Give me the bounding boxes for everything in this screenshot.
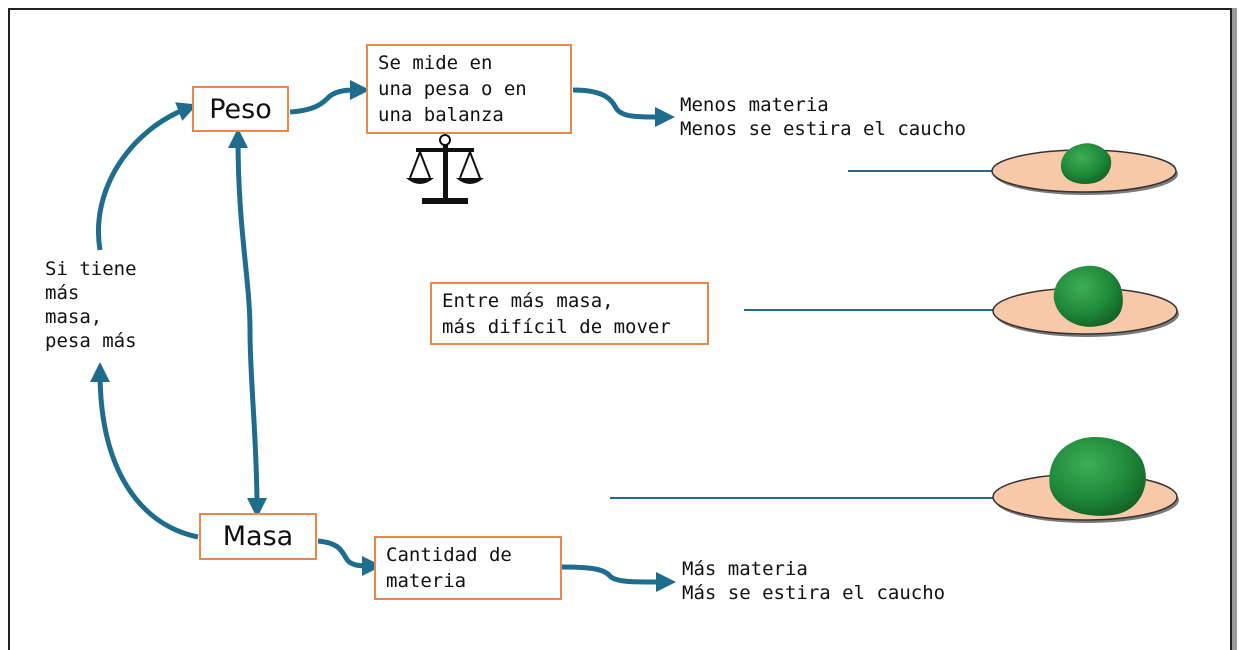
node-masa: Masa — [199, 513, 317, 560]
arrow-cantidad-mas — [561, 564, 676, 593]
label-menos: Menos materia Menos se estira el caucho — [680, 93, 966, 141]
diagram-graphics — [90, 80, 1179, 593]
plate-large-icon — [992, 436, 1179, 523]
arrow-peso-se-mide — [289, 80, 370, 115]
arrow-se-mide-menos — [572, 87, 675, 128]
mas-line-1: Más materia — [682, 558, 808, 580]
label-si-tiene: Si tiene más masa, pesa más — [45, 257, 137, 353]
node-cantidad: Cantidad de materia — [374, 536, 562, 600]
plate-medium-icon — [992, 265, 1179, 337]
node-peso-label: Peso — [209, 93, 272, 125]
si-tiene-line-1: Si tiene — [45, 258, 137, 280]
si-tiene-line-3: masa, — [45, 306, 103, 328]
node-entre-mas: Entre más masa, más difícil de mover — [430, 282, 709, 345]
arrow-masa-cantidad — [317, 538, 382, 576]
node-masa-label: Masa — [222, 521, 294, 552]
label-mas: Más materia Más se estira el caucho — [682, 557, 945, 605]
node-se-mide: Se mide en una pesa o en una balanza — [366, 44, 572, 134]
se-mide-line-2: una pesa o en — [378, 78, 527, 100]
se-mide-line-1: Se mide en — [378, 52, 493, 74]
si-tiene-line-2: más — [45, 282, 80, 304]
menos-line-1: Menos materia — [680, 94, 829, 116]
balance-scale-icon — [406, 134, 484, 204]
menos-line-2: Menos se estira el caucho — [680, 118, 966, 140]
cantidad-line-2: materia — [386, 570, 467, 592]
cantidad-line-1: Cantidad de — [386, 544, 512, 566]
se-mide-line-3: una balanza — [378, 104, 504, 126]
arrow-peso-masa — [228, 128, 267, 518]
entre-mas-line-1: Entre más masa, — [442, 290, 614, 312]
plate-small-icon — [991, 143, 1178, 195]
si-tiene-line-4: pesa más — [45, 330, 137, 352]
entre-mas-line-2: más difícil de mover — [442, 316, 671, 338]
mas-line-2: Más se estira el caucho — [682, 582, 946, 604]
arrow-to-si-tiene — [90, 362, 199, 540]
arrow-to-peso — [96, 102, 198, 251]
node-peso: Peso — [192, 86, 289, 132]
